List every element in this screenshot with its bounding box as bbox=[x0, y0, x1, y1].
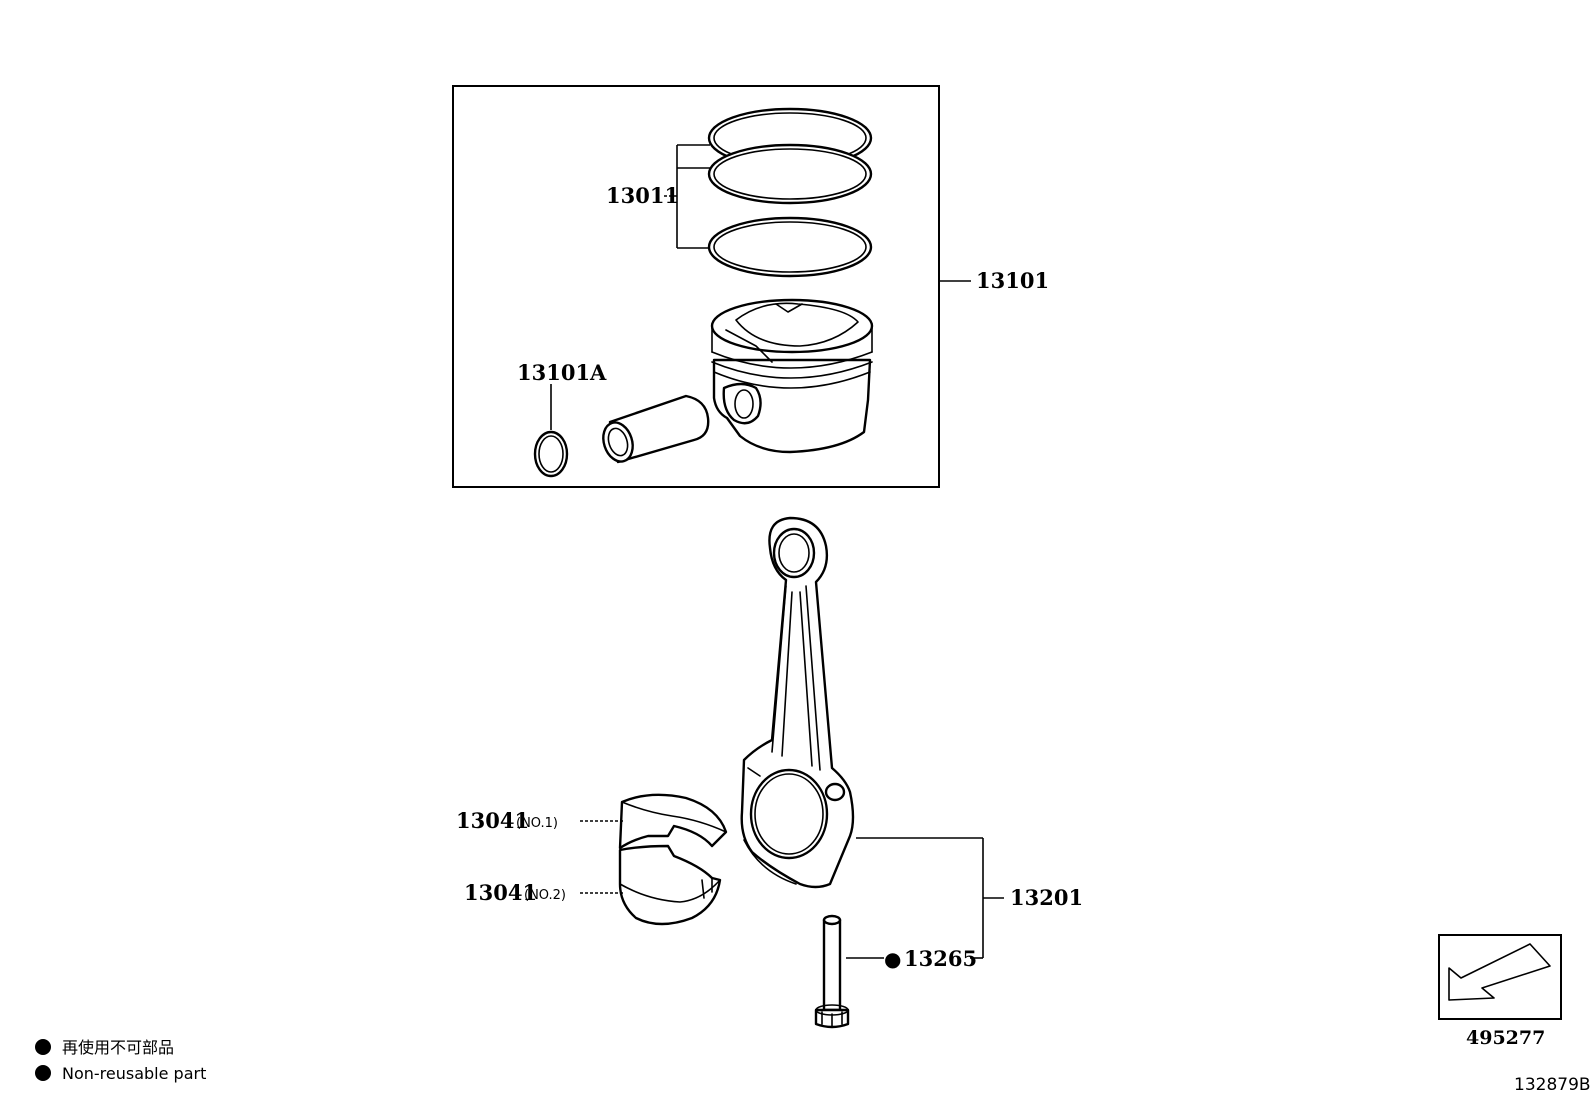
snap-ring[interactable] bbox=[533, 384, 569, 478]
arrow-icon bbox=[1448, 943, 1551, 1001]
illustration-id: 132879B bbox=[1514, 1075, 1591, 1095]
piston-pin[interactable] bbox=[599, 394, 710, 465]
legend-text-en: Non-reusable part bbox=[62, 1064, 206, 1083]
leader-13011 bbox=[662, 144, 710, 249]
label-13201[interactable]: 13201 bbox=[1010, 885, 1083, 910]
connecting-rod[interactable] bbox=[740, 516, 855, 889]
legend-text-ja: 再使用不可部品 bbox=[62, 1038, 174, 1057]
leader-13201 bbox=[856, 837, 1004, 959]
bearing-no1[interactable] bbox=[618, 793, 728, 850]
rod-bolt[interactable] bbox=[814, 914, 850, 1029]
legend: 再使用不可部品 Non-reusable part bbox=[35, 1038, 206, 1083]
label-13101A[interactable]: 13101A bbox=[517, 360, 607, 385]
arrow-box-code: 495277 bbox=[1466, 1027, 1545, 1049]
label-13041-no1-suffix: (NO.1) bbox=[516, 816, 558, 831]
legend-bullet-ja bbox=[35, 1039, 51, 1055]
piston-assembly-frame bbox=[452, 85, 940, 488]
legend-bullet-en bbox=[35, 1065, 51, 1081]
direction-arrow-box[interactable] bbox=[1438, 934, 1562, 1020]
bearing-no2[interactable] bbox=[618, 844, 722, 926]
label-13011[interactable]: 13011 bbox=[606, 183, 679, 208]
label-13041-no2-suffix: (NO.2) bbox=[524, 888, 566, 903]
label-13265[interactable]: 13265 bbox=[904, 946, 977, 971]
label-13041-no1[interactable]: 13041 bbox=[456, 808, 529, 833]
piston[interactable] bbox=[710, 298, 874, 454]
piston-rings[interactable] bbox=[707, 107, 873, 278]
label-13101[interactable]: 13101 bbox=[976, 268, 1049, 293]
non-reusable-mark-13265: ● bbox=[884, 947, 901, 971]
label-13041-no2[interactable]: 13041 bbox=[464, 880, 537, 905]
